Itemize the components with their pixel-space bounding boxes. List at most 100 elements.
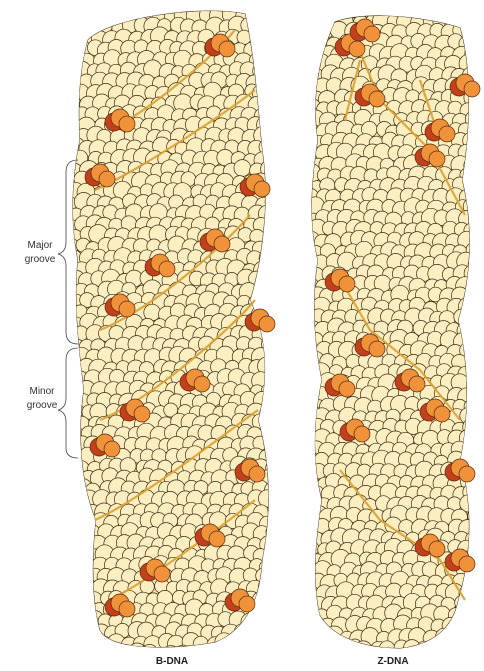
b-dna-base-atom xyxy=(259,28,276,45)
b-dna-base-atom xyxy=(61,483,76,498)
b-dna-base-atom xyxy=(97,0,115,13)
z-dna-base-atom xyxy=(417,641,432,656)
z-dna-base-atom xyxy=(391,0,409,17)
b-dna-base-atom xyxy=(79,8,96,25)
b-dna-base-atom xyxy=(80,516,96,532)
b-dna-base-atom xyxy=(266,18,283,35)
z-dna-base-atom xyxy=(296,420,311,435)
b-dna-base-atom xyxy=(73,547,91,565)
z-dna-base-atom xyxy=(304,56,320,72)
z-dna-base-atom xyxy=(320,640,336,656)
z-dna-base-atom xyxy=(298,91,316,109)
z-dna-base-atom xyxy=(442,617,459,634)
z-dna-base-atom xyxy=(468,432,484,450)
z-dna-base-atom xyxy=(469,495,484,513)
z-dna-base-atom xyxy=(301,517,319,535)
b-dna-base-atom xyxy=(61,260,76,275)
z-dna-base-atom xyxy=(297,67,313,83)
z-dna-base-atom xyxy=(295,289,312,306)
b-dna-base-atom xyxy=(263,8,277,22)
z-dna-base-atom xyxy=(470,168,484,186)
z-dna-base-atom xyxy=(460,12,475,27)
b-dna-base-atom xyxy=(265,152,280,167)
b-dna-base-atom xyxy=(265,260,282,277)
z-dna-base-atom xyxy=(295,615,314,634)
b-dna-base-atom xyxy=(69,7,83,21)
b-dna-base-atom xyxy=(80,624,95,639)
minor-groove-label-line1: Minor xyxy=(29,386,55,397)
b-dna-base-atom xyxy=(70,30,86,46)
b-dna-base-atom xyxy=(247,6,265,24)
z-dna-base-atom xyxy=(298,641,313,656)
b-dna-base-atom xyxy=(63,0,78,13)
z-dna-base-atom xyxy=(463,594,481,612)
b-dna-base-atom xyxy=(255,283,272,300)
z-dna-base-atom xyxy=(473,103,484,118)
z-dna-base-atom xyxy=(470,343,484,360)
z-dna-base-atom xyxy=(458,606,474,622)
z-dna-base-atom xyxy=(464,444,481,461)
b-dna-base-atom xyxy=(87,632,105,650)
b-dna-base-atom xyxy=(121,0,136,13)
b-dna-base-atom xyxy=(254,0,272,13)
b-dna-base-atom xyxy=(265,63,279,77)
b-dna-base-atom xyxy=(110,0,126,12)
z-dna-caption: Z-DNA xyxy=(377,656,408,667)
z-dna-base-atom xyxy=(297,575,313,591)
z-dna-base-atom xyxy=(470,411,484,427)
z-dna-base-atom xyxy=(455,595,470,610)
z-dna-base-atom xyxy=(452,641,466,655)
z-dna-base-atom xyxy=(466,311,482,327)
b-dna-base-atom xyxy=(265,192,284,211)
b-dna-base-atom xyxy=(61,283,78,300)
z-dna-base-atom xyxy=(473,455,484,470)
b-dna-base-atom xyxy=(253,41,268,56)
z-dna-base-atom xyxy=(454,619,471,636)
b-dna-base-atom xyxy=(268,614,283,629)
b-dna-base-atom xyxy=(259,270,276,287)
z-dna-base-atom xyxy=(334,0,351,17)
z-dna-base-atom xyxy=(470,56,484,74)
b-dna-base-atom xyxy=(262,425,277,440)
z-dna-base-atom xyxy=(301,584,318,601)
z-dna-base-atom xyxy=(297,156,312,171)
z-dna-base-atom xyxy=(300,474,319,493)
b-dna-base-atom xyxy=(265,548,281,564)
b-dna-base-atom xyxy=(71,610,89,628)
z-dna-base-atom xyxy=(298,2,317,21)
z-dna-base-atom xyxy=(297,529,312,544)
b-dna-base-atom xyxy=(63,351,78,366)
b-dna-base-atom xyxy=(70,470,84,484)
z-dna-base-atom xyxy=(449,629,465,645)
b-dna-base-atom xyxy=(183,0,198,12)
b-dna-base-atom xyxy=(67,447,83,463)
z-dna-base-atom xyxy=(471,300,484,318)
b-dna-base-atom xyxy=(64,110,79,125)
b-dna-base-atom xyxy=(237,30,251,44)
z-dna-base-atom xyxy=(358,1,374,17)
z-dna-base-atom xyxy=(468,509,482,523)
b-dna-base-atom xyxy=(69,558,87,576)
b-dna-base-atom xyxy=(77,577,95,595)
b-dna-base-atom xyxy=(234,624,250,640)
b-dna-helix xyxy=(59,0,285,665)
b-dna-base-atom xyxy=(75,569,92,586)
b-dna-base-atom xyxy=(219,0,235,12)
b-dna-base-atom xyxy=(266,460,283,477)
b-dna-base-atom xyxy=(67,383,84,400)
z-dna-base-atom xyxy=(302,387,316,401)
z-dna-base-atom xyxy=(468,256,484,274)
z-dna-base-atom xyxy=(465,355,481,371)
z-dna-base-atom xyxy=(464,333,480,349)
major-groove-label-line2: groove xyxy=(25,254,56,265)
b-dna-base-atom xyxy=(250,646,265,661)
b-dna-base-atom xyxy=(61,128,78,145)
b-dna-base-atom xyxy=(210,645,229,664)
b-dna-base-atom xyxy=(74,591,90,607)
z-dna-base-atom xyxy=(465,572,483,590)
z-dna-base-atom xyxy=(304,35,319,50)
z-dna-base-atom xyxy=(464,289,479,304)
b-dna-base-atom xyxy=(262,76,276,90)
b-dna-base-atom xyxy=(261,383,278,400)
b-dna-base-atom xyxy=(73,0,90,13)
